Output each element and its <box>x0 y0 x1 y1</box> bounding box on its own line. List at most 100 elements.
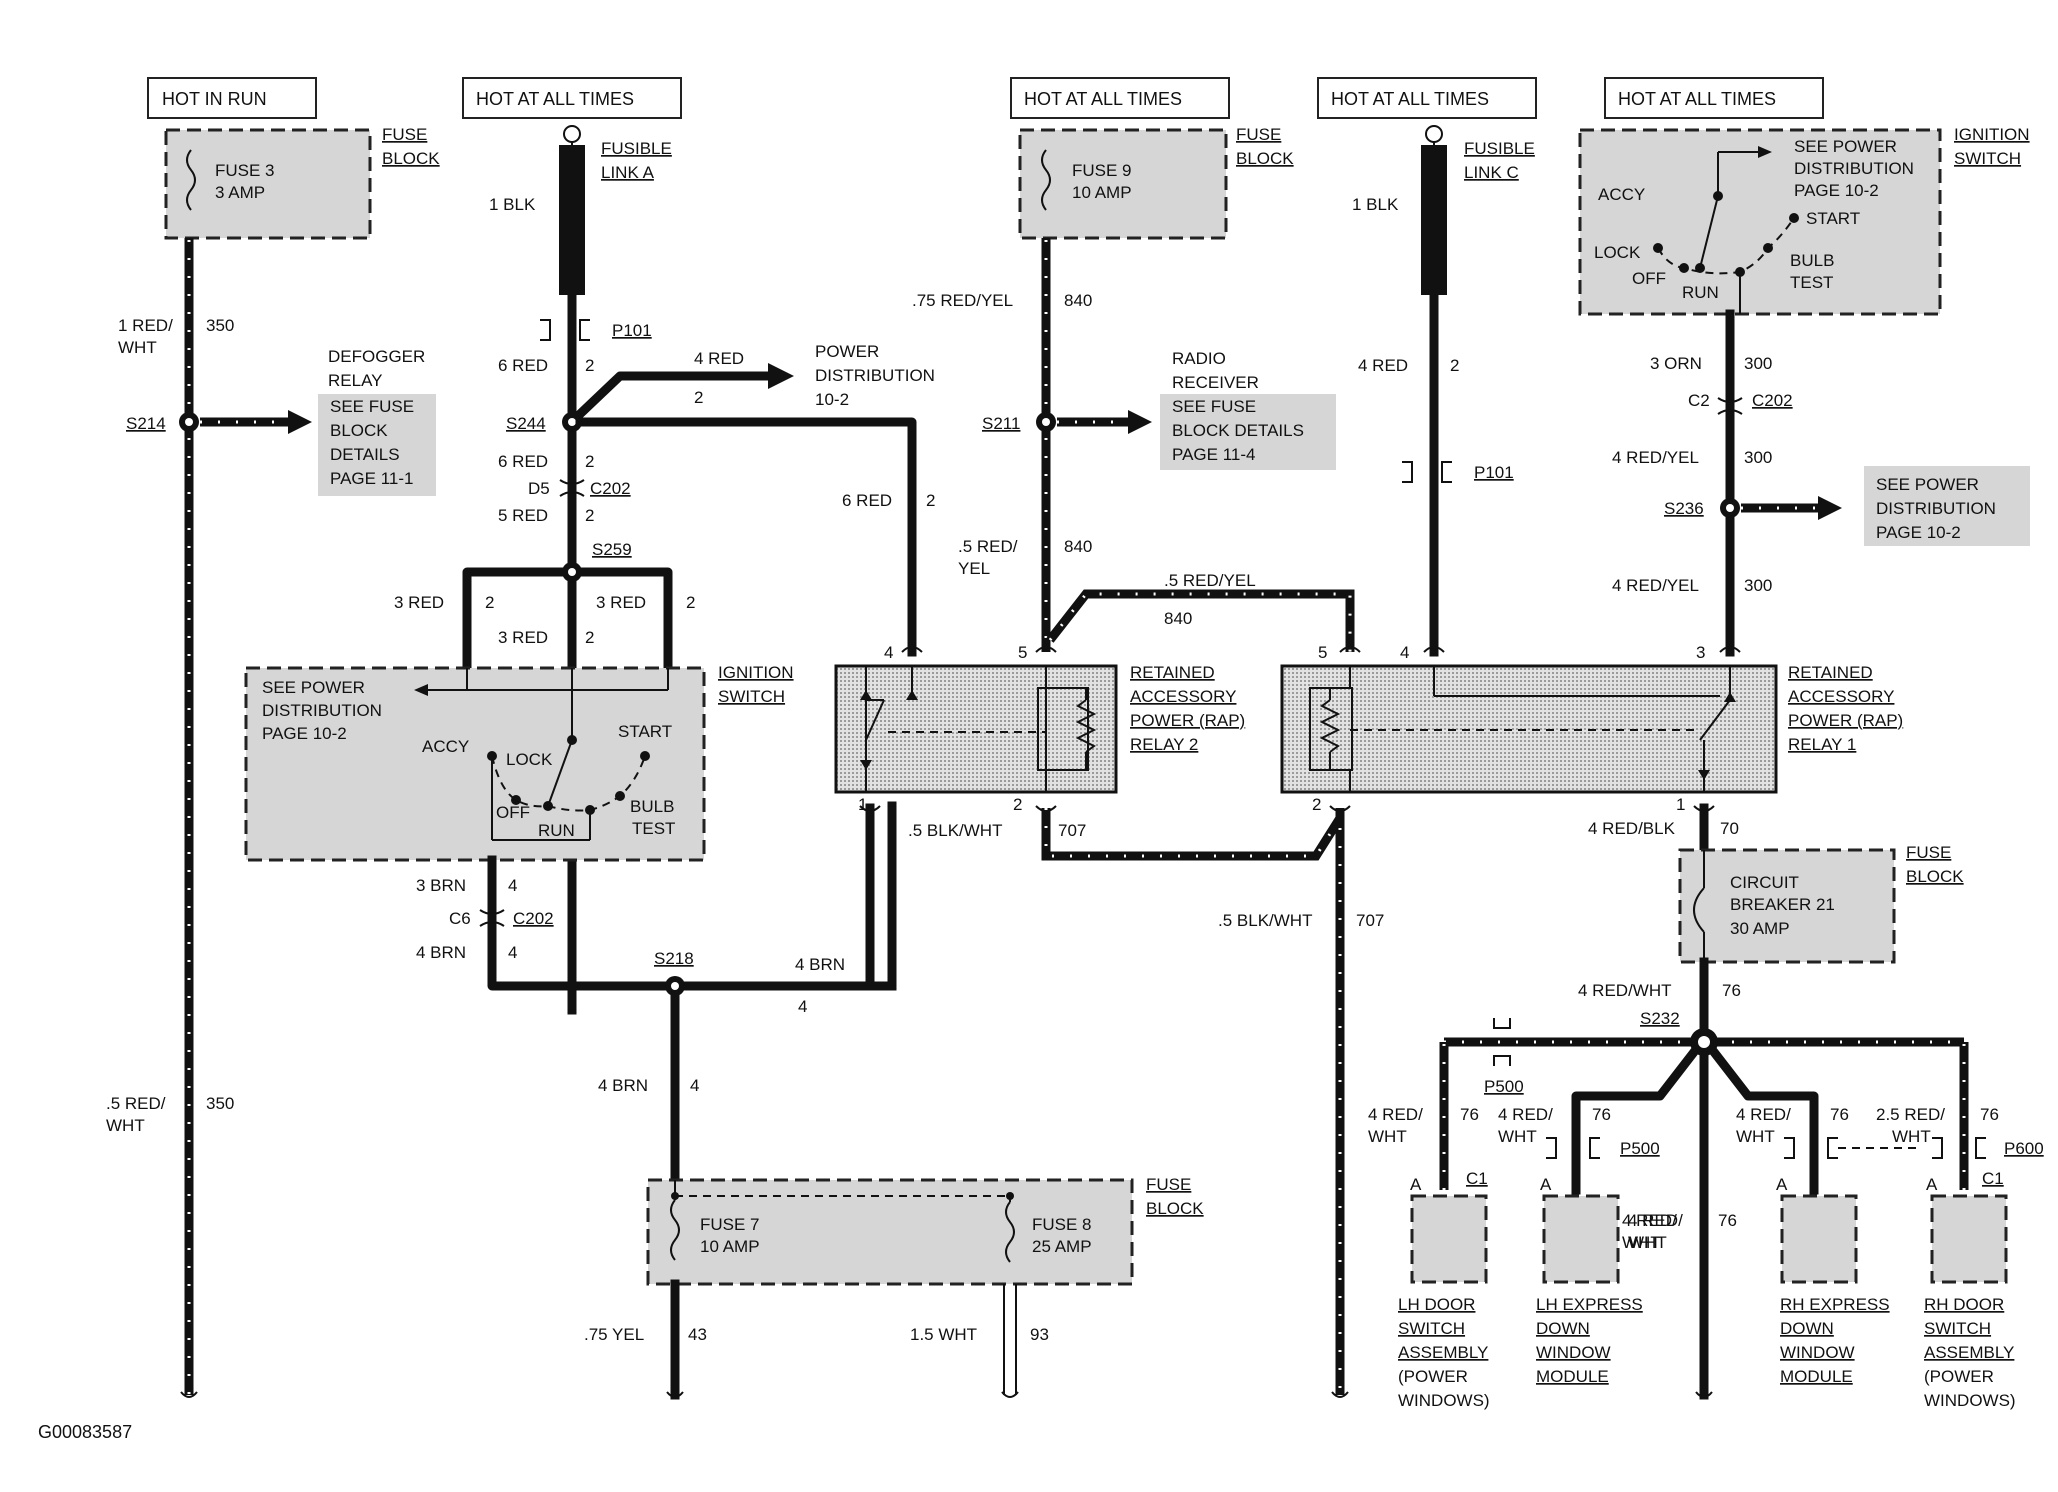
svg-text:2: 2 <box>585 452 594 471</box>
svg-text:HOT AT ALL TIMES: HOT AT ALL TIMES <box>476 89 634 109</box>
svg-text:SEE POWER: SEE POWER <box>1876 475 1979 494</box>
svg-text:3: 3 <box>1696 643 1705 662</box>
svg-text:4 BRN: 4 BRN <box>795 955 845 974</box>
branch-lh-express: 4 RED/ WHT 76 P500 A <box>1498 1045 1701 1195</box>
svg-text:POWER: POWER <box>815 342 879 361</box>
svg-text:6 RED: 6 RED <box>842 491 892 510</box>
svg-text:4: 4 <box>1400 643 1409 662</box>
svg-text:DOWN: DOWN <box>1536 1319 1590 1338</box>
svg-text:30 AMP: 30 AMP <box>1730 919 1790 938</box>
rh-door-switch-module: RH DOOR SWITCH ASSEMBLY (POWER WINDOWS) <box>1924 1194 2016 1410</box>
svg-text:WHT: WHT <box>1368 1127 1407 1146</box>
svg-text:2: 2 <box>485 593 494 612</box>
wire-fusible-a-down: 6 RED 2 6 RED 2 5 RED 2 3 RED 2 <box>498 290 594 1015</box>
hot-at-all-times-label-3: HOT AT ALL TIMES <box>1317 77 1537 119</box>
svg-text:A: A <box>1776 1175 1788 1194</box>
svg-text:2: 2 <box>694 388 703 407</box>
svg-text:POWER (RAP): POWER (RAP) <box>1130 711 1245 730</box>
svg-text:IGNITION: IGNITION <box>1954 125 2030 144</box>
svg-text:1 RED/: 1 RED/ <box>118 316 173 335</box>
svg-text:3 RED: 3 RED <box>394 593 444 612</box>
svg-text:300: 300 <box>1744 448 1772 467</box>
svg-text:LH EXPRESS: LH EXPRESS <box>1536 1295 1643 1314</box>
svg-text:MODULE: MODULE <box>1780 1367 1853 1386</box>
splice-s214: S214 <box>126 412 199 433</box>
svg-text:FUSIBLE: FUSIBLE <box>601 139 672 158</box>
diagram-id: G00083587 <box>38 1422 132 1442</box>
svg-text:HOT IN RUN: HOT IN RUN <box>162 89 267 109</box>
svg-text:RETAINED: RETAINED <box>1788 663 1873 682</box>
splice-s218: S218 4 BRN 4 <box>598 949 699 1185</box>
svg-text:P500: P500 <box>1484 1077 1524 1096</box>
svg-text:S232: S232 <box>1640 1009 1680 1028</box>
wire-300: 3 ORN 300 4 RED/YEL 300 4 RED/YEL 300 <box>1612 309 1772 657</box>
hot-at-all-times-label-4: HOT AT ALL TIMES <box>1604 77 1824 119</box>
svg-text:FUSIBLE: FUSIBLE <box>1464 139 1535 158</box>
svg-text:FUSE 7: FUSE 7 <box>700 1215 760 1234</box>
svg-text:4 BRN: 4 BRN <box>416 943 466 962</box>
svg-text:2: 2 <box>1450 356 1459 375</box>
svg-text:ACCY: ACCY <box>1598 185 1645 204</box>
connector-p101-right: P101 <box>1402 461 1514 483</box>
branch-lh-door: 4 RED/ WHT 76 A C1 <box>1368 1042 1488 1194</box>
svg-text:RH DOOR: RH DOOR <box>1924 1295 2004 1314</box>
svg-text:4 RED/: 4 RED/ <box>1736 1105 1791 1124</box>
svg-text:HOT AT ALL TIMES: HOT AT ALL TIMES <box>1024 89 1182 109</box>
svg-text:4 RED/YEL: 4 RED/YEL <box>1612 448 1699 467</box>
svg-text:707: 707 <box>1356 911 1384 930</box>
svg-text:4: 4 <box>508 876 517 895</box>
wire-93-wht: 1.5 WHT 93 <box>910 1284 1049 1395</box>
wire-rap2-pin1 <box>865 803 897 991</box>
svg-text:D5: D5 <box>528 479 550 498</box>
svg-text:FUSE 3: FUSE 3 <box>215 161 275 180</box>
svg-text:2: 2 <box>585 506 594 525</box>
svg-text:FUSE: FUSE <box>1146 1175 1191 1194</box>
svg-text:PAGE 11-1: PAGE 11-1 <box>330 469 413 488</box>
svg-text:P500: P500 <box>1620 1139 1660 1158</box>
rh-express-window-module: RH EXPRESS DOWN WINDOW MODULE <box>1780 1194 1890 1386</box>
svg-text:WHT: WHT <box>1892 1127 1931 1146</box>
branch-rh-door: 2.5 RED/ WHT 76 P600 A C1 <box>1876 1042 2044 1194</box>
svg-text:840: 840 <box>1064 537 1092 556</box>
svg-text:WHT: WHT <box>106 1116 145 1135</box>
svg-text:1.5 WHT: 1.5 WHT <box>910 1325 977 1344</box>
svg-text:76: 76 <box>1718 1211 1737 1230</box>
svg-text:CIRCUIT: CIRCUIT <box>1730 873 1799 892</box>
svg-text:P101: P101 <box>1474 463 1514 482</box>
ignition-switch-right: SEE POWER DISTRIBUTION PAGE 10-2 ACCY ST… <box>1578 125 2030 316</box>
svg-text:70: 70 <box>1720 819 1739 838</box>
svg-text:SWITCH: SWITCH <box>1954 149 2021 168</box>
branch-rh-express: 4 RED/ WHT 76 A <box>1707 1045 1920 1195</box>
svg-text:IGNITION: IGNITION <box>718 663 794 682</box>
svg-text:4: 4 <box>884 643 893 662</box>
svg-text:3 RED: 3 RED <box>596 593 646 612</box>
svg-text:WINDOW: WINDOW <box>1536 1343 1611 1362</box>
svg-text:LINK C: LINK C <box>1464 163 1519 182</box>
svg-text:A: A <box>1410 1175 1422 1194</box>
svg-text:HOT AT ALL TIMES: HOT AT ALL TIMES <box>1331 89 1489 109</box>
svg-text:PAGE 11-4: PAGE 11-4 <box>1172 445 1255 464</box>
svg-text:SWITCH: SWITCH <box>718 687 785 706</box>
svg-text:TEST: TEST <box>1790 273 1833 292</box>
svg-text:ACCESSORY: ACCESSORY <box>1130 687 1236 706</box>
svg-text:PAGE 10-2: PAGE 10-2 <box>262 724 347 743</box>
hot-in-run-label: HOT IN RUN <box>147 77 317 119</box>
svg-text:SEE FUSE: SEE FUSE <box>1172 397 1256 416</box>
svg-text:76: 76 <box>1460 1105 1479 1124</box>
svg-text:840: 840 <box>1064 291 1092 310</box>
svg-text:ASSEMBLY: ASSEMBLY <box>1924 1343 2014 1362</box>
svg-text:SWITCH: SWITCH <box>1924 1319 1991 1338</box>
svg-text:WHT: WHT <box>1628 1233 1667 1252</box>
svg-text:FUSE: FUSE <box>1236 125 1281 144</box>
fusible-link-a: FUSIBLE LINK A 1 BLK <box>489 125 672 295</box>
svg-text:4 RED/: 4 RED/ <box>1622 1211 1677 1230</box>
hot-at-all-times-label-1: HOT AT ALL TIMES <box>462 77 682 119</box>
svg-text:2: 2 <box>686 593 695 612</box>
svg-text:WINDOWS): WINDOWS) <box>1398 1391 1490 1410</box>
circuit-breaker-21: CIRCUIT BREAKER 21 30 AMP FUSE BLOCK <box>1678 843 1964 964</box>
svg-text:A: A <box>1926 1175 1938 1194</box>
svg-text:BLOCK: BLOCK <box>1236 149 1294 168</box>
svg-text:C202: C202 <box>513 909 554 928</box>
svg-text:MODULE: MODULE <box>1536 1367 1609 1386</box>
svg-text:300: 300 <box>1744 576 1772 595</box>
